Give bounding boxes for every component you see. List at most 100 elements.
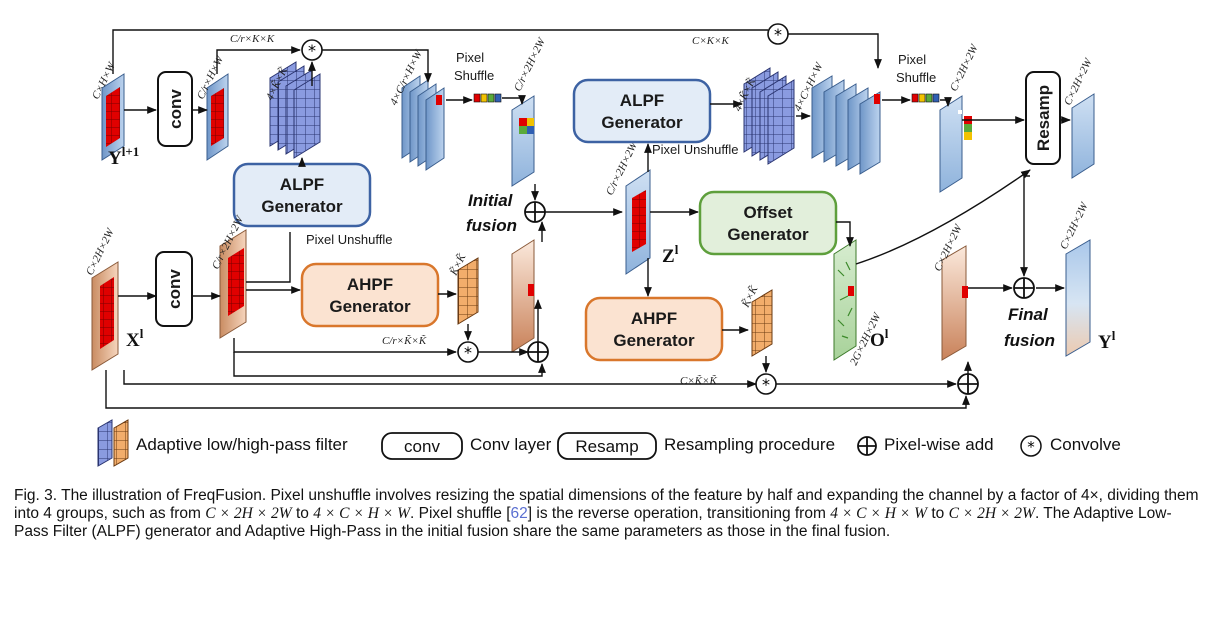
add-op-final — [1013, 277, 1035, 299]
dim-ckk: C×K̃×K̃ — [680, 374, 718, 387]
caption-part-4: ] is the reverse operation, transitionin… — [527, 505, 831, 522]
svg-text:ALPF: ALPF — [620, 91, 664, 110]
svg-text:Generator: Generator — [727, 225, 809, 244]
legend-convolve-icon: * — [1020, 435, 1042, 457]
dim-c-r-kxk: C/r×K×K — [230, 33, 275, 45]
initial-fusion-label-1: Initial — [468, 191, 514, 210]
legend-resamp-text: Resampling procedure — [664, 435, 835, 454]
dim-c2h2w-right: C×2H×2W — [948, 42, 981, 93]
offset-map — [833, 239, 857, 361]
pixel-shuffle-label-right-2: Shuffle — [896, 70, 936, 85]
legend-filter-icon — [97, 419, 129, 467]
caption-part-1: Fig. 3. The illustration of FreqFusion. … — [14, 487, 1199, 522]
alpf-generator-right: ALPF Generator — [572, 78, 712, 144]
legend-conv-box — [381, 432, 463, 460]
svg-text:conv: conv — [165, 269, 184, 309]
y-l-label: Yl — [1098, 328, 1116, 353]
legend: Adaptive low/high-pass filter conv Conv … — [97, 419, 1121, 467]
svg-text:Resamp: Resamp — [575, 437, 638, 456]
alpf-kernels-top — [269, 61, 321, 159]
pixel-shuffle-label-left-2: Shuffle — [454, 68, 494, 83]
final-fusion-label-1: Final — [1008, 305, 1049, 324]
resampled-output-top — [1071, 93, 1095, 179]
svg-text:Generator: Generator — [261, 197, 343, 216]
dim-c-r-2h2w: C/r×2H×2W — [512, 36, 548, 94]
legend-convolve-text: Convolve — [1050, 435, 1121, 454]
y-l-output-map — [1065, 239, 1091, 357]
final-fusion-label-2: fusion — [1004, 331, 1055, 350]
caption-part-2: to — [291, 505, 314, 522]
connections — [105, 29, 1071, 409]
svg-text:Resamp: Resamp — [1034, 85, 1053, 151]
svg-text:conv: conv — [404, 437, 440, 456]
initial-fusion-label-2: fusion — [466, 216, 517, 235]
add-op-bottom-left — [527, 341, 549, 363]
pixel-unshuffle-label-left: Pixel Unshuffle — [306, 232, 392, 247]
caption-reference-link[interactable]: 62 — [510, 505, 528, 522]
pixel-unshuffle-label-right: Pixel Unshuffle — [652, 142, 738, 157]
caption-math-2: 4 × C × H × W — [313, 505, 411, 522]
z-l-map — [625, 169, 651, 275]
o-l-label: Ol — [870, 326, 889, 351]
legend-resamp-box — [557, 432, 657, 460]
legend-filter-text: Adaptive low/high-pass filter — [136, 435, 348, 454]
figure-caption: Fig. 3. The illustration of FreqFusion. … — [14, 487, 1204, 541]
caption-math-1: C × 2H × 2W — [205, 505, 292, 522]
ahpf-kernel-left — [457, 257, 479, 325]
y-l1-compressed-map — [206, 73, 229, 161]
convolve-op-top-right: * — [767, 23, 789, 45]
y-l1-input-map — [101, 73, 125, 161]
svg-text:conv: conv — [166, 89, 185, 129]
conv-block-top: conv — [157, 71, 193, 147]
pixel-shuffle-label-right: Pixel — [898, 52, 926, 67]
legend-add-text: Pixel-wise add — [884, 435, 994, 454]
resamp-block: Resamp — [1025, 71, 1061, 165]
dim-c-r-kk: C/r×K̃×K̃ — [382, 334, 427, 347]
pixel-shuffle-blocks-right — [911, 93, 940, 103]
caption-part-6: . The Adaptive Low-Pass Filter (ALPF) ge… — [14, 505, 1172, 540]
svg-text:AHPF: AHPF — [631, 309, 677, 328]
convolve-op-bottom-right: * — [755, 373, 777, 395]
upsampled-stack-left — [401, 75, 445, 171]
svg-text:Generator: Generator — [601, 113, 683, 132]
final-high-map — [941, 245, 968, 361]
svg-text:*: * — [308, 41, 316, 60]
dim-cxkxk: C×K×K — [692, 35, 730, 47]
caption-part-5: to — [927, 505, 949, 522]
initial-upsampled-map — [511, 95, 535, 187]
svg-text:*: * — [464, 343, 472, 362]
caption-math-4: C × 2H × 2W — [948, 505, 1035, 522]
legend-add-icon — [857, 436, 877, 456]
upsampled-stack-right — [811, 75, 881, 175]
caption-math-3: 4 × C × H × W — [830, 505, 928, 522]
svg-text:Generator: Generator — [613, 331, 695, 350]
svg-text:AHPF: AHPF — [347, 275, 393, 294]
pixel-shuffle-label-left: Pixel — [456, 50, 484, 65]
x-l-label: Xl — [126, 326, 144, 351]
freqfusion-diagram: C×H×W Yl+1 conv C/r×H×W 4×K̃×K̃ * C/r×K×… — [84, 23, 1121, 467]
svg-text:ALPF: ALPF — [280, 175, 324, 194]
pixel-shuffle-blocks-left — [473, 93, 502, 103]
caption-part-3: . Pixel shuffle [ — [410, 505, 511, 522]
z-l-label: Zl — [662, 242, 679, 267]
alpf-generator-left: ALPF Generator — [232, 162, 372, 228]
conv-block-bottom: conv — [155, 251, 193, 327]
ahpf-generator-right: AHPF Generator — [584, 296, 724, 362]
x-l-compressed-map — [219, 229, 247, 339]
ahpf-kernel-right — [751, 289, 773, 357]
final-upsampled-map — [939, 95, 972, 193]
initial-high-map — [511, 239, 535, 353]
legend-conv-text: Conv layer — [470, 435, 552, 454]
alpf-kernels-right — [743, 67, 795, 165]
svg-text:*: * — [774, 25, 782, 44]
add-op-bottom-right — [957, 373, 979, 395]
add-op-initial — [524, 201, 546, 223]
svg-text:*: * — [1027, 438, 1035, 456]
svg-text:*: * — [762, 375, 770, 394]
offset-generator: Offset Generator — [698, 190, 838, 256]
x-l-input-map — [91, 261, 119, 371]
svg-text:Generator: Generator — [329, 297, 411, 316]
y-l1-label: Yl+1 — [108, 144, 139, 169]
convolve-op-bottom-left: * — [457, 341, 479, 363]
svg-text:Offset: Offset — [743, 203, 792, 222]
